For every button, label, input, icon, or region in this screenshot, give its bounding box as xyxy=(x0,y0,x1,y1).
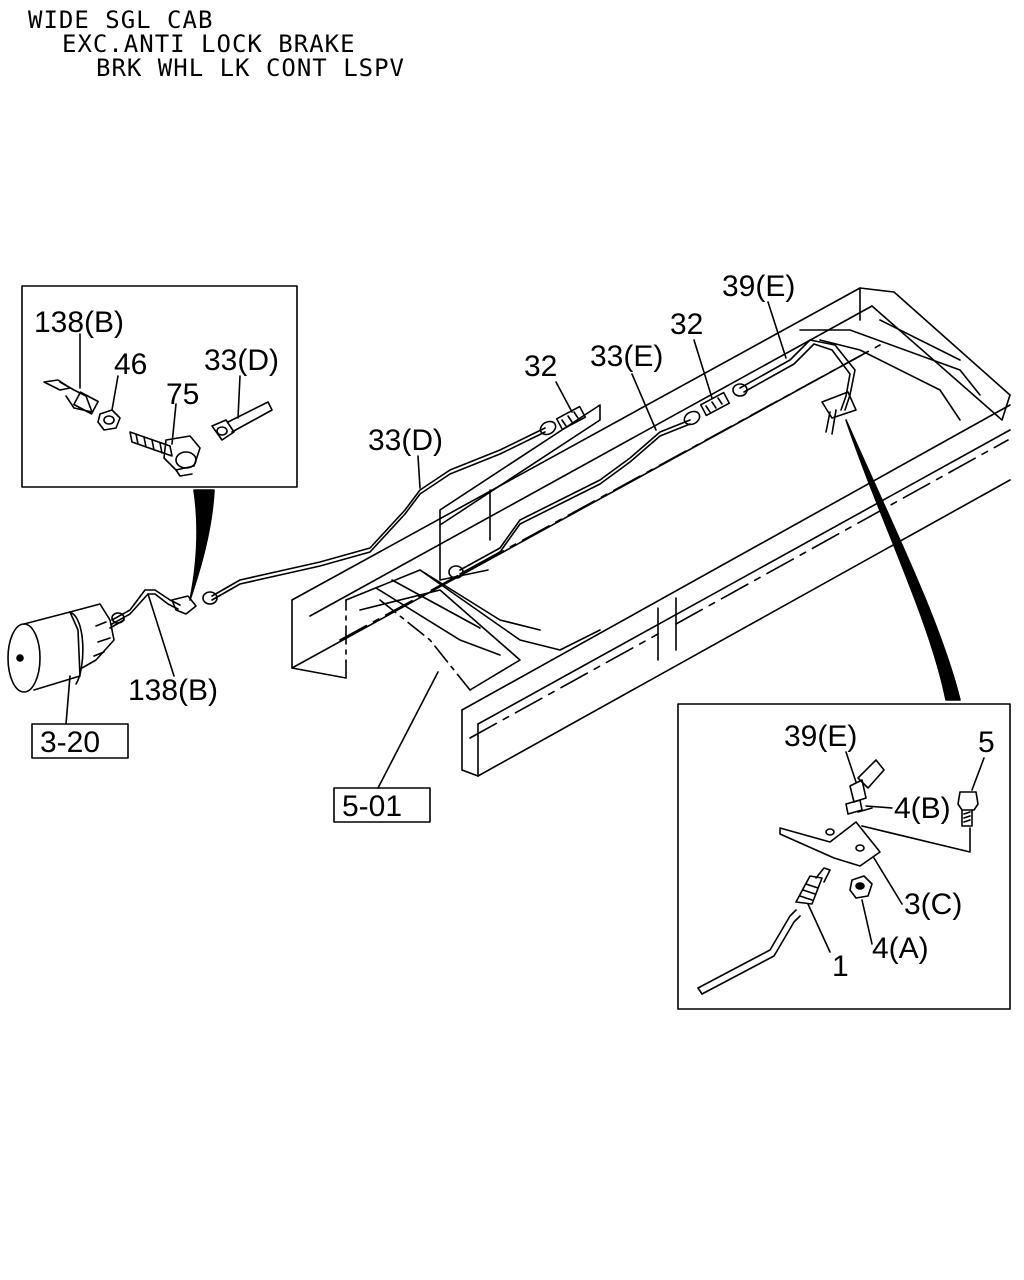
callout-32-left: 32 xyxy=(524,350,557,383)
bracket-plate xyxy=(439,404,601,581)
cross-member xyxy=(345,319,981,691)
leader-39e-inset xyxy=(845,751,857,783)
leader-5 xyxy=(971,757,985,791)
leader-4a xyxy=(861,899,873,945)
inset-bracket-3c xyxy=(779,821,881,867)
callout-32-right: 32 xyxy=(670,308,703,341)
inset-nut-46 xyxy=(97,409,121,431)
fitting-lower-end xyxy=(448,565,464,579)
fitting-tee-75 xyxy=(171,591,218,615)
leader-3c xyxy=(873,857,903,905)
brake-pipe-39e xyxy=(739,339,856,411)
ref-box-5-01 xyxy=(333,787,431,823)
leader-138b-main xyxy=(147,593,175,677)
header-line-2: EXC.ANTI LOCK BRAKE xyxy=(62,30,356,58)
leader-4b xyxy=(865,805,893,809)
leader-33d-main xyxy=(417,455,421,489)
inset-nut-4a xyxy=(849,875,873,899)
callout-75: 75 xyxy=(166,378,199,411)
leader-32-left xyxy=(555,381,573,413)
callout-39e-main: 39(E) xyxy=(722,270,795,303)
leader-1 xyxy=(807,903,831,953)
callout-4a: 4(A) xyxy=(872,932,929,965)
callout-1: 1 xyxy=(832,950,849,983)
lspv-valve xyxy=(7,603,125,693)
leader-3-20 xyxy=(65,675,71,725)
leader-33e xyxy=(631,373,657,431)
callout-33d-main: 33(D) xyxy=(368,424,443,457)
leader-33d-inset xyxy=(237,375,241,419)
callout-5: 5 xyxy=(978,726,995,759)
ref-label-5-01: 5-01 xyxy=(342,790,402,823)
leader-75 xyxy=(171,403,177,445)
frame-rail-lower xyxy=(461,404,1011,777)
header-line-1: WIDE SGL CAB xyxy=(28,6,214,34)
inset-tee-75 xyxy=(129,431,201,477)
callout-3c: 3(C) xyxy=(904,888,962,921)
callout-46: 46 xyxy=(114,348,147,381)
callout-4b: 4(B) xyxy=(894,792,951,825)
inset-box-top-left xyxy=(21,285,298,488)
callout-33e: 33(E) xyxy=(590,340,663,373)
header-line-3: BRK WHL LK CONT LSPV xyxy=(96,54,405,82)
callout-wedge-right xyxy=(845,419,961,701)
leader-32-right xyxy=(693,339,713,399)
frame-rail-upper xyxy=(291,287,1011,679)
callout-33d-inset: 33(D) xyxy=(204,344,279,377)
brake-pipe-138b xyxy=(111,589,181,625)
inset-pipe-138b xyxy=(43,379,99,415)
leader-bolt-bracket xyxy=(861,825,971,853)
callout-138b-main: 138(B) xyxy=(128,674,218,707)
inset-box-bottom-right xyxy=(677,703,1011,1010)
inset-clip-4b xyxy=(845,799,873,815)
fitting-32-left xyxy=(539,405,587,436)
ref-label-3-20: 3-20 xyxy=(40,726,100,759)
leader-5-01 xyxy=(377,671,439,789)
leader-39e-main xyxy=(767,301,787,359)
ref-box-3-20 xyxy=(31,723,129,759)
inset-pipe-39e xyxy=(849,759,885,803)
callout-39e-inset: 39(E) xyxy=(784,720,857,753)
inset-pipe-33d xyxy=(211,401,273,441)
brake-pipe-33d xyxy=(211,427,546,601)
leader-46 xyxy=(111,375,119,411)
lspv-sensor xyxy=(821,391,857,435)
brake-pipe-33e xyxy=(459,419,691,575)
callout-138b-inset: 138(B) xyxy=(34,306,124,339)
inset-sensor-rod-1 xyxy=(697,867,831,995)
inset-bolt-5 xyxy=(957,791,979,827)
callout-wedge-top xyxy=(189,489,215,601)
